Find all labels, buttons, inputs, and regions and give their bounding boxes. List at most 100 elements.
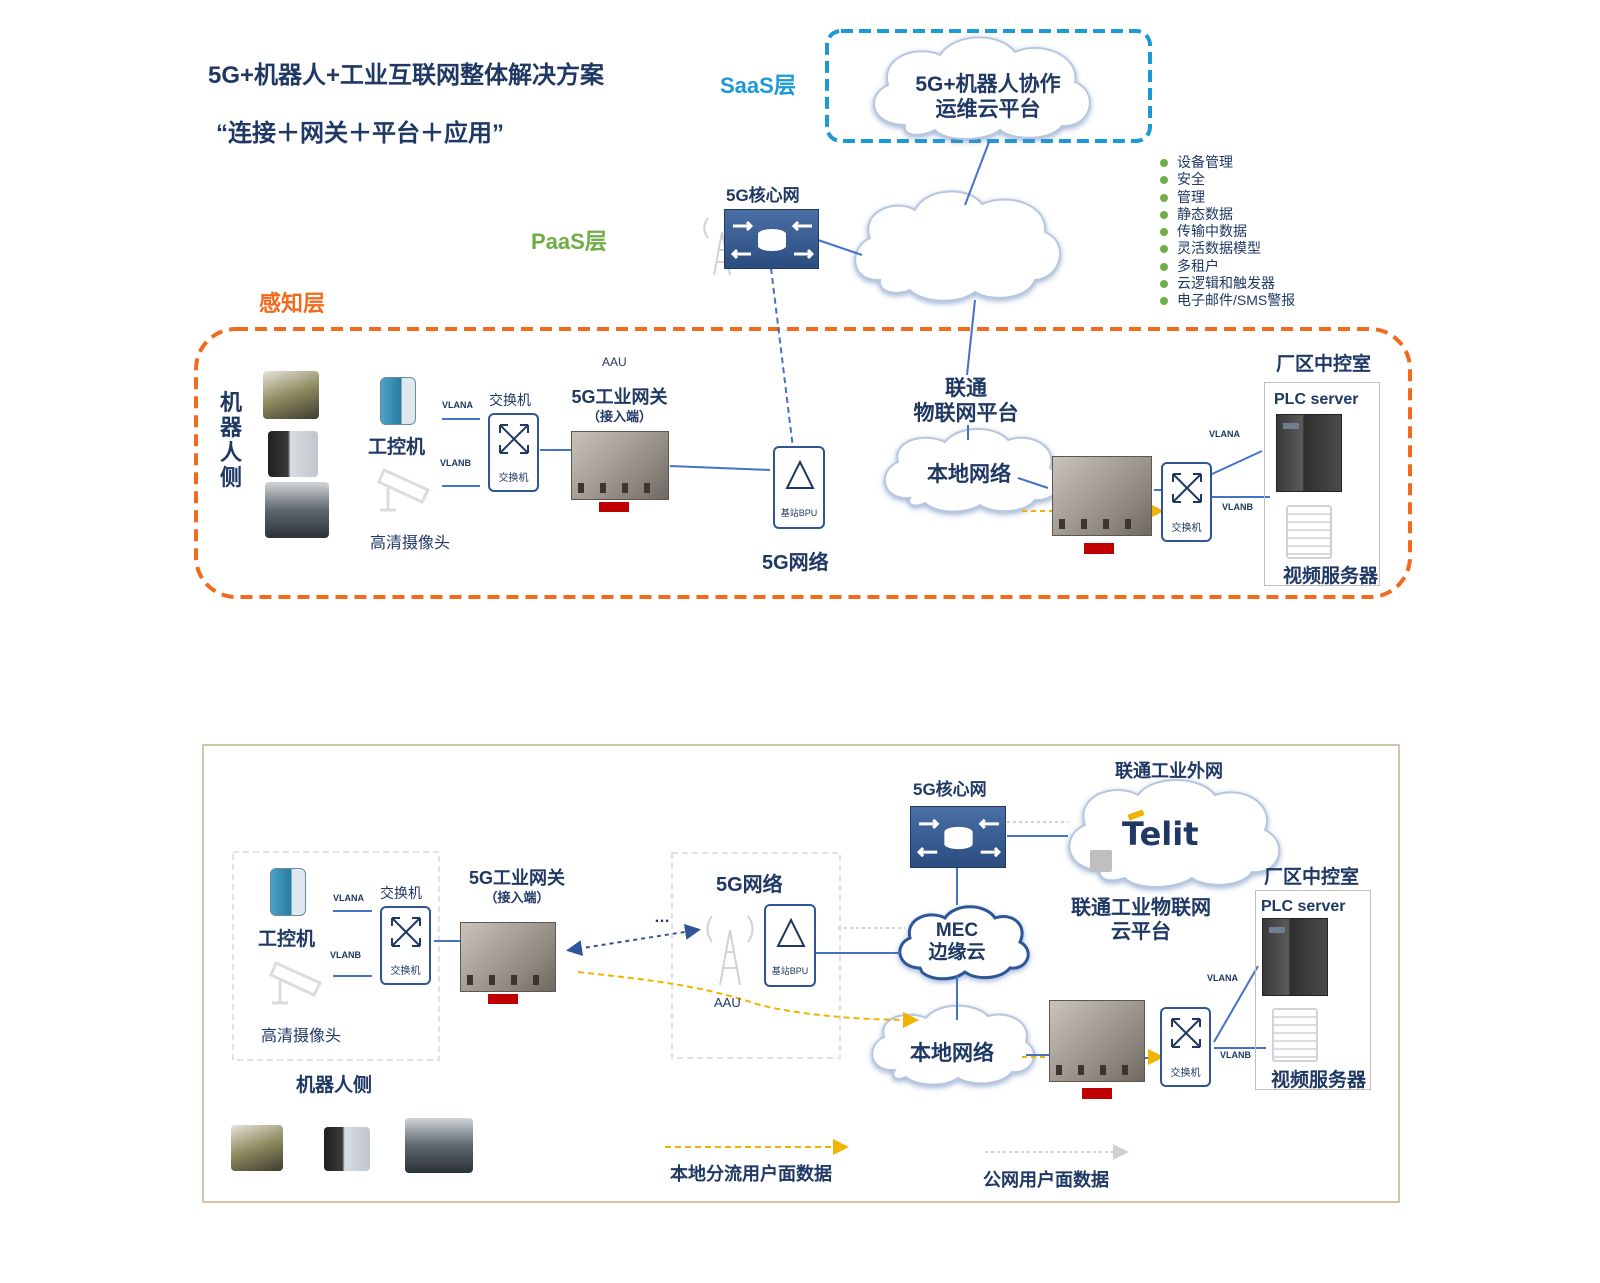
b-chiller-machine-image (405, 1118, 473, 1173)
perception-layer-label: 感知层 (259, 291, 326, 316)
right-gateway-tag (1084, 543, 1114, 554)
legend-local-label: 本地分流用户面数据 (670, 1164, 832, 1184)
right-vlanb-label: VLANB (1222, 502, 1253, 512)
switch-title: 交换机 (489, 392, 531, 408)
b-bpu-label: 基站BPU (771, 966, 809, 976)
b-gateway-line2: （接入端） (484, 890, 550, 905)
feature-item: 灵活数据模型 (1160, 240, 1295, 257)
b-robot-side-label: 机器人侧 (296, 1075, 373, 1096)
wire-b-local-offload (577, 971, 919, 1028)
b-right-vlana-label: VLANA (1207, 973, 1238, 983)
plc-server-label: PLC server (1274, 391, 1359, 408)
triangle-icon (785, 460, 815, 489)
gateway-tag (599, 502, 629, 512)
b-switch-box[interactable]: 交换机 (380, 906, 431, 985)
video-server-label: 视频服务器 (1283, 566, 1379, 587)
right-vlana-label: VLANA (1209, 429, 1240, 439)
unicom-platform-line1: 联通 (945, 377, 987, 400)
wire-switch-plc (1211, 450, 1263, 475)
b-gateway-device-image (460, 922, 556, 992)
wire-local-gateway (1017, 477, 1049, 489)
wire-core-bpu-dashed (770, 267, 794, 449)
bpu-box[interactable]: 基站BPU (773, 446, 825, 529)
core-network-label: 5G核心网 (726, 186, 800, 205)
saas-platform-line1: 5G+机器人协作 (915, 73, 1061, 96)
telit-logo: Telit (1122, 815, 1199, 853)
b-bpu-box[interactable]: 基站BPU (764, 904, 816, 987)
switch-inner-label: 交换机 (498, 473, 529, 484)
b-core-network-router-icon[interactable] (910, 806, 1006, 868)
feature-item: 传输中数据 (1160, 223, 1295, 240)
b-plc-server-label: PLC server (1261, 898, 1346, 915)
b-plc-server-image (1262, 918, 1328, 996)
video-server-icon (1286, 505, 1332, 559)
b-robot-arm-image (231, 1125, 283, 1171)
aau-label: AAU (602, 355, 627, 369)
b-unicom-iot-line2: 云平台 (1111, 921, 1171, 943)
b-vlanb-label: VLANB (330, 950, 361, 960)
b-gateway-label: 5G工业网关 （接入端） (456, 868, 578, 908)
b-right-gateway-device-image (1049, 1000, 1145, 1082)
aau-tower-icon-bottom (706, 915, 754, 986)
router-icon (916, 818, 1002, 858)
b-right-vlanb-label: VLANB (1220, 1050, 1251, 1060)
right-switch-box[interactable]: 交换机 (1161, 462, 1212, 542)
b-gateway-line1: 5G工业网关 (468, 868, 565, 888)
robot-arm-image (263, 371, 319, 419)
b-mec-line2: 边缘云 (928, 942, 986, 963)
b-switch-title: 交换机 (380, 885, 422, 901)
right-gateway-device-image (1052, 456, 1152, 536)
cloud-saas-platform (872, 36, 1091, 140)
triangle-icon (776, 918, 806, 947)
bottom-diagram-frame (202, 744, 1400, 1203)
feature-item: 管理 (1160, 189, 1295, 206)
control-room-box (1264, 382, 1380, 586)
b-control-room-label: 厂区中控室 (1264, 867, 1360, 888)
feature-item: 静态数据 (1160, 206, 1295, 223)
switch-box[interactable]: 交换机 (488, 413, 539, 492)
saas-platform-label: 5G+机器人协作 运维云平台 (900, 72, 1076, 122)
perception-layer-frame (194, 327, 1412, 599)
local-network-label: 本地网络 (927, 463, 1011, 486)
robot-side-vertical-label: 机器人侧 (219, 390, 242, 490)
b-cnc-machine-image (324, 1127, 370, 1171)
cnc-machine-image (268, 431, 318, 477)
saas-platform-line2: 运维云平台 (935, 98, 1041, 121)
vlanb-label: VLANB (440, 458, 471, 468)
chiller-machine-image (265, 482, 329, 538)
gateway-device-image (571, 431, 669, 500)
b-ipc-icon (270, 868, 306, 916)
switch-arrows-icon (1171, 1018, 1201, 1048)
b-mec-label: MEC 边缘云 (920, 920, 994, 964)
cloud-mec (898, 905, 1030, 981)
saas-layer-label: SaaS层 (720, 73, 796, 98)
paas-layer-label: PaaS层 (531, 229, 607, 254)
legend-public-label: 公网用户面数据 (983, 1170, 1109, 1190)
cloud-local-network-top (883, 428, 1061, 513)
wire-core-paas (817, 239, 863, 256)
wire-paas-unicom (966, 299, 976, 376)
feature-item: 云逻辑和触发器 (1160, 275, 1295, 292)
cloud-paas (854, 190, 1062, 302)
feature-item: 设备管理 (1160, 154, 1295, 171)
feature-item: 多租户 (1160, 258, 1295, 275)
b-dots: … (654, 909, 670, 926)
vlana-label: VLANA (442, 400, 473, 410)
b-right-switch-box[interactable]: 交换机 (1160, 1007, 1211, 1087)
gateway-line1: 5G工业网关 (571, 387, 668, 407)
core-network-router-icon[interactable] (724, 209, 819, 269)
wire-b-gateway-aau (566, 923, 701, 957)
plc-server-image (1276, 414, 1342, 492)
b-unicom-iot-line1: 联通工业物联网 (1071, 897, 1211, 919)
b-camera-label: 高清摄像头 (261, 1028, 342, 1045)
b-video-server-label: 视频服务器 (1271, 1070, 1367, 1091)
switch-arrows-icon (391, 917, 421, 947)
b-mec-line1: MEC (935, 920, 979, 941)
b-unicom-iot-label: 联通工业物联网 云平台 (1060, 896, 1222, 944)
b-aau-label: AAU (714, 995, 741, 1010)
switch-arrows-icon (1172, 473, 1202, 503)
b-network-5g-label: 5G网络 (716, 874, 783, 896)
b-control-room-box (1255, 890, 1371, 1090)
diagram-title: 5G+机器人+工业互联网整体解决方案 (208, 62, 605, 89)
